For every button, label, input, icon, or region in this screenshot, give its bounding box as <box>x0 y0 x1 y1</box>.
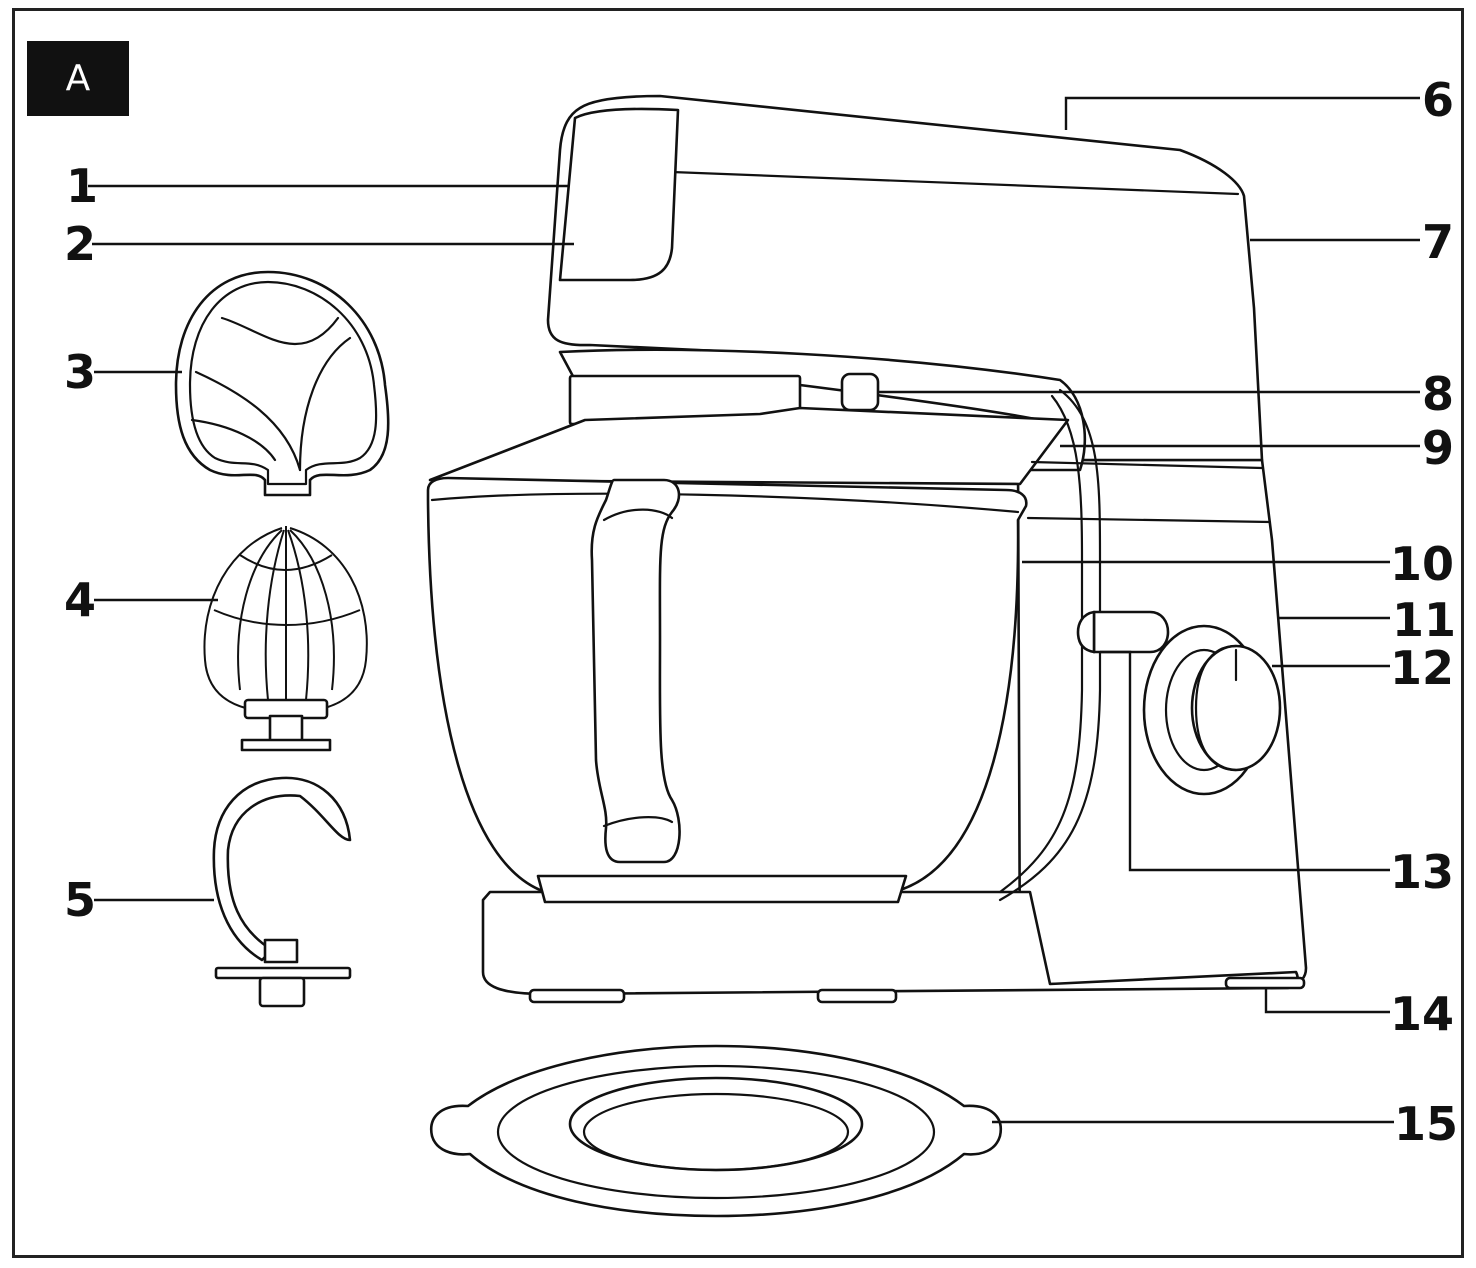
bowl-cover-accessory <box>429 1044 1003 1218</box>
balloon-whisk-accessory <box>203 526 368 752</box>
stand-mixer <box>426 94 1308 1004</box>
callout-14: 14 <box>1390 987 1454 1041</box>
callout-1: 1 <box>66 159 98 213</box>
figure-badge: A <box>27 41 129 116</box>
callout-12: 12 <box>1390 641 1454 695</box>
callout-9: 9 <box>1422 421 1454 475</box>
leader-lines <box>88 96 1420 1124</box>
diagram-frame <box>12 8 1464 1258</box>
callout-2: 2 <box>64 217 96 271</box>
callout-8: 8 <box>1422 367 1454 421</box>
callout-7: 7 <box>1422 215 1454 269</box>
dough-hook-accessory <box>212 776 352 1008</box>
callout-13: 13 <box>1390 845 1454 899</box>
callout-15: 15 <box>1394 1097 1458 1151</box>
callout-labels: 1 2 3 4 5 6 7 8 9 10 11 12 13 14 15 <box>64 73 1458 1151</box>
callout-4: 4 <box>64 573 96 627</box>
callout-11: 11 <box>1392 593 1456 647</box>
callout-5: 5 <box>64 873 96 927</box>
callout-6: 6 <box>1422 73 1454 127</box>
callout-10: 10 <box>1390 537 1454 591</box>
flat-beater-accessory <box>174 270 390 497</box>
callout-3: 3 <box>64 345 96 399</box>
